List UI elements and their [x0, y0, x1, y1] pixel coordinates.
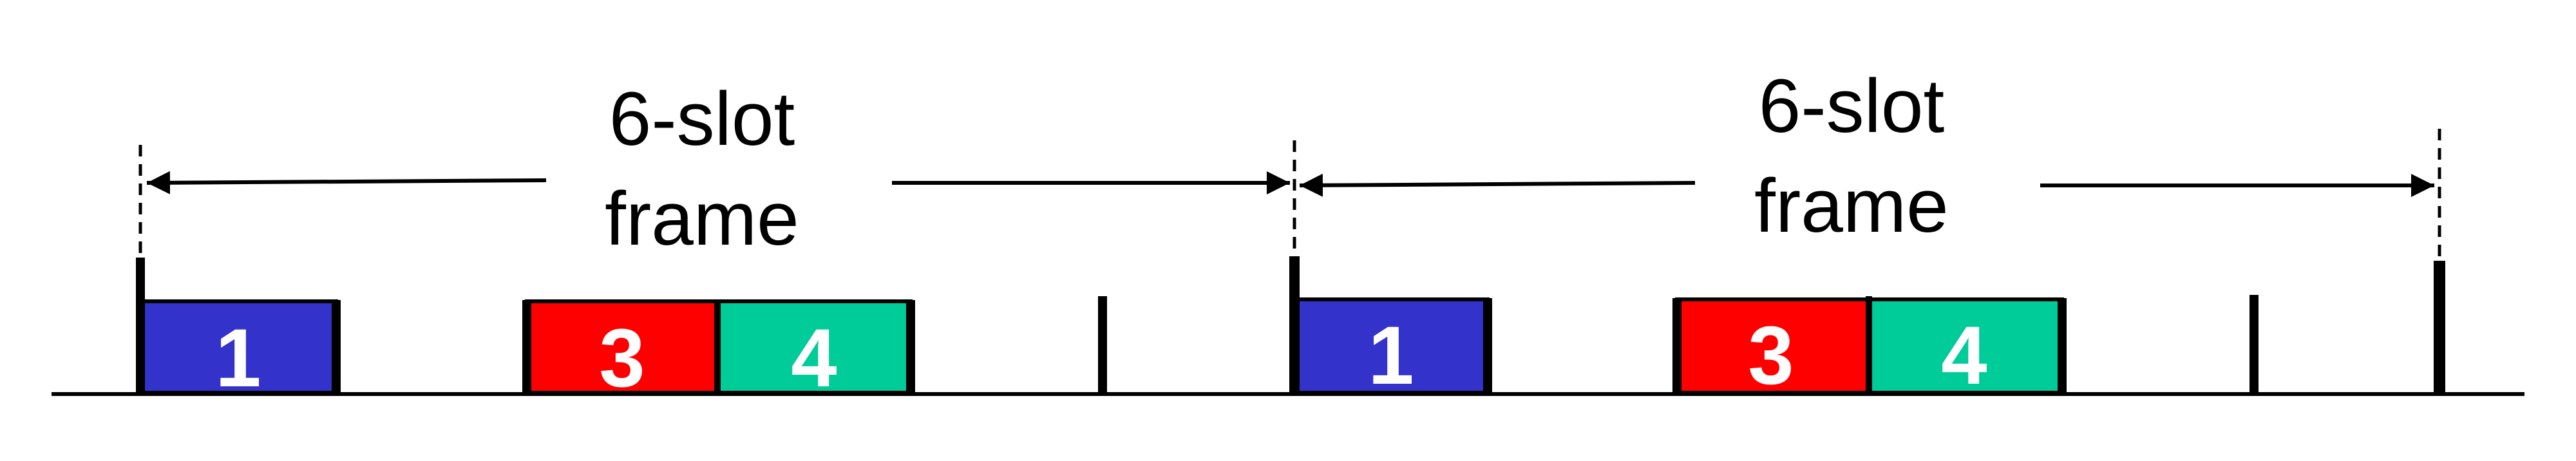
frame-1-slot-1-label: 1: [215, 312, 261, 404]
frame-1-label-line1: 6-slot: [609, 77, 795, 162]
frame-1-label-line2: frame: [605, 176, 799, 261]
frame-1-slot-3-label: 3: [599, 312, 645, 404]
frame-1: 6-slot frame 1 3 4: [136, 77, 1296, 404]
frame-2-slot-3-label: 3: [1748, 310, 1794, 402]
frame-1-slot-3: [525, 299, 719, 395]
frame-1-slot-4: [715, 299, 913, 395]
frame-2-label-line1: 6-slot: [1759, 64, 1945, 149]
frame-1-slot-4-label: 4: [791, 312, 837, 404]
frame-2: 6-slot frame 1 3 4: [1289, 64, 2445, 402]
frame-2-label-line2: frame: [1754, 164, 1949, 249]
frame-1-span-arrow-left: [146, 171, 547, 194]
frame-2-slot-3: [1675, 297, 1871, 395]
frame-2-slot-4-label: 4: [1941, 310, 1987, 402]
frame-2-slot-4: [1867, 297, 2064, 395]
frame-2-slot-1-label: 1: [1368, 310, 1414, 402]
frame-2-slot-1: [1293, 297, 1490, 395]
frame-1-slot-1: [138, 299, 338, 395]
frame-2-span-arrow-left: [1299, 173, 1696, 197]
